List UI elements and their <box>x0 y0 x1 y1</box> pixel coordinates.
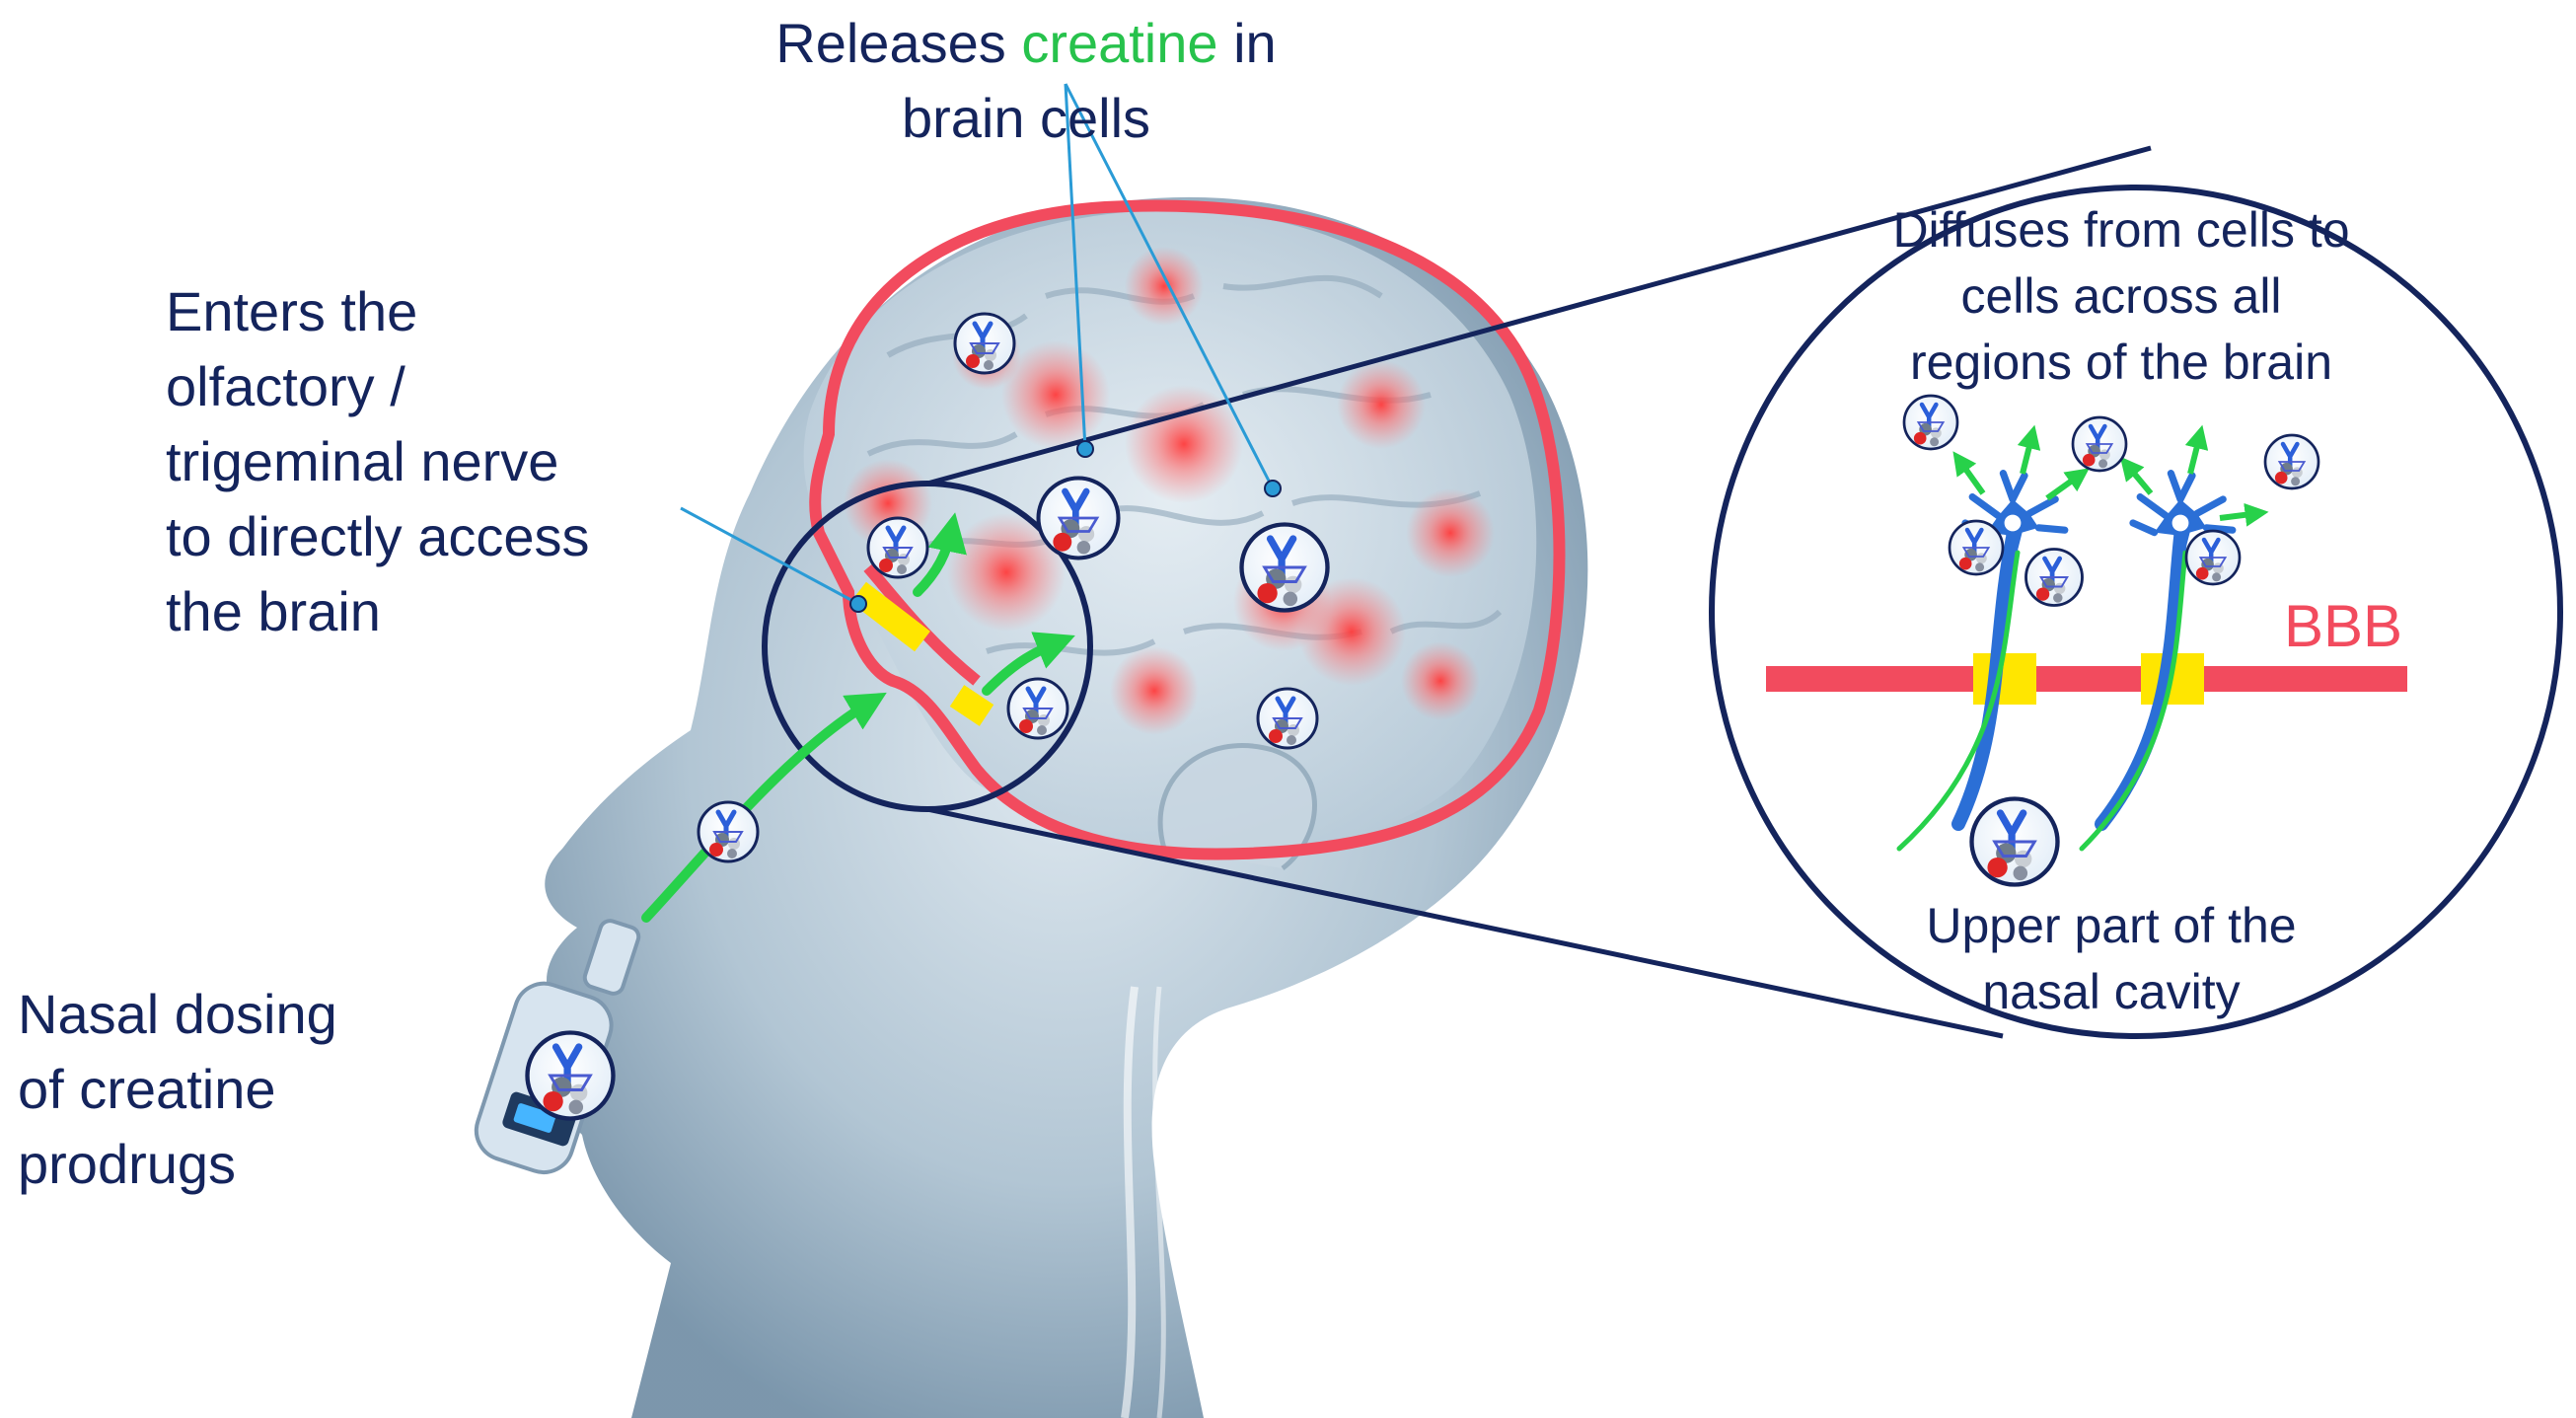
brain-outline <box>809 199 1566 860</box>
delivery-arrows <box>641 512 1075 923</box>
label-line: olfactory / <box>166 355 405 417</box>
label-line: nasal cavity <box>1982 964 2241 1019</box>
label-line: prodrugs <box>18 1133 237 1195</box>
label-line: Upper part of the <box>1926 898 2297 953</box>
label-nasal-dosing: Nasal dosing of creatine prodrugs <box>18 977 337 1202</box>
zoom-connector-top <box>926 145 2152 486</box>
label-line: regions of the brain <box>1909 335 2333 390</box>
nasal-spray-device-icon <box>474 919 641 1174</box>
label-line: of creatine <box>18 1058 276 1120</box>
label-in-word: in <box>1233 12 1277 74</box>
label-line: the brain <box>166 580 381 642</box>
label-creatine-highlight: creatine <box>1021 12 1218 74</box>
magnified-scene <box>1766 396 2407 885</box>
label-line: Enters the <box>166 280 418 342</box>
label-releases-word: Releases <box>775 12 1006 74</box>
label-bbb: BBB <box>2284 593 2403 659</box>
label-line: Diffuses from cells to <box>1892 202 2350 258</box>
label-releases-creatine: Releases creatine in brain cells <box>735 6 1317 156</box>
trigeminal-nerve-highlight <box>949 685 994 726</box>
label-brain-cells: brain cells <box>901 87 1151 149</box>
label-line: cells across all <box>1960 268 2282 324</box>
label-leader-lines <box>680 83 1275 606</box>
label-enters-nerve: Enters the olfactory / trigeminal nerve … <box>166 274 590 649</box>
label-upper-nasal-cavity: Upper part of the nasal cavity <box>1855 893 2368 1025</box>
label-line: to directly access <box>166 505 590 567</box>
creatine-glow-spots <box>844 247 1495 735</box>
label-line: Nasal dosing <box>18 983 337 1045</box>
label-diffuses: Diffuses from cells to cells across all … <box>1835 197 2407 396</box>
olfactory-nerve-highlight <box>850 581 930 652</box>
label-line: trigeminal nerve <box>166 430 559 492</box>
zoom-connector-bottom <box>926 806 2004 1039</box>
